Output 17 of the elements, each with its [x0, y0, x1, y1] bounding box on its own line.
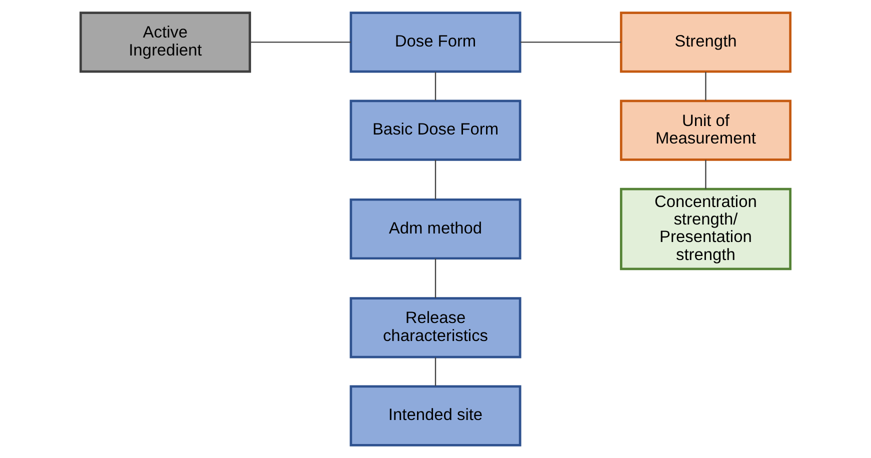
node-box: Strength: [620, 12, 792, 73]
node-box: Dose Form: [350, 12, 522, 73]
connector: [250, 42, 351, 43]
connector: [434, 72, 436, 100]
node-box: Adm method: [350, 198, 522, 260]
node-box: Active Ingredient: [80, 12, 252, 73]
connector: [705, 160, 706, 189]
node-box: Concentration strength/ Presentation strength: [620, 188, 792, 270]
connector: [434, 258, 436, 298]
node-box: Unit of Measurement: [620, 100, 792, 161]
node-box: Release characteristics: [350, 297, 522, 358]
connector: [434, 160, 436, 200]
connector: [705, 72, 706, 100]
connector: [434, 357, 436, 386]
node-box: Basic Dose Form: [350, 100, 522, 161]
node-box: Intended site: [350, 385, 522, 446]
connector: [520, 42, 622, 43]
